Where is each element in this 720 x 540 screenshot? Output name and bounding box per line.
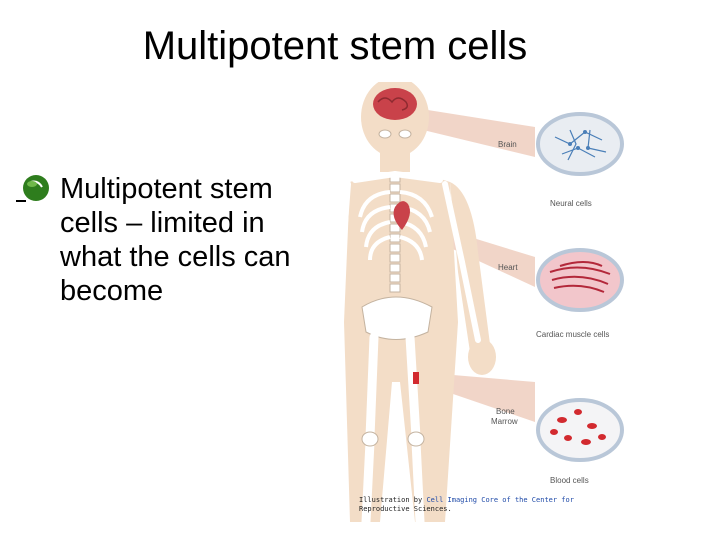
illustration-credit: Illustration by Cell Imaging Core of the…	[359, 496, 629, 514]
leaf-bullet-icon	[16, 175, 49, 202]
heart-organ	[393, 201, 410, 230]
brain-organ	[373, 88, 417, 120]
blood-cells-label: Blood cells	[550, 476, 589, 485]
heart-label: Heart	[498, 263, 518, 272]
blood-cells-dish	[536, 398, 624, 462]
bone-label: Bone	[496, 407, 515, 416]
marrow-label: Marrow	[491, 417, 518, 426]
brain-label: Brain	[498, 140, 517, 149]
body-illustration	[339, 77, 624, 527]
credit-prefix: Illustration by	[359, 496, 427, 504]
cardiac-cells-label: Cardiac muscle cells	[536, 330, 610, 339]
credit-organization: Cell Imaging Core of the Center for	[426, 496, 574, 504]
bone-marrow-mark	[413, 372, 419, 384]
neural-cells-label: Neural cells	[550, 199, 592, 208]
neural-cells-dish	[536, 112, 624, 176]
stem-cell-figure: Brain Neural cells Heart Cardiac muscle …	[339, 77, 630, 527]
cardiac-cells-dish	[536, 248, 624, 312]
slide-title: Multipotent stem cells	[142, 24, 528, 68]
credit-suffix: Reproductive Sciences.	[359, 505, 452, 513]
bullet-text: Multipotent stem cells – limited in what…	[60, 173, 291, 307]
